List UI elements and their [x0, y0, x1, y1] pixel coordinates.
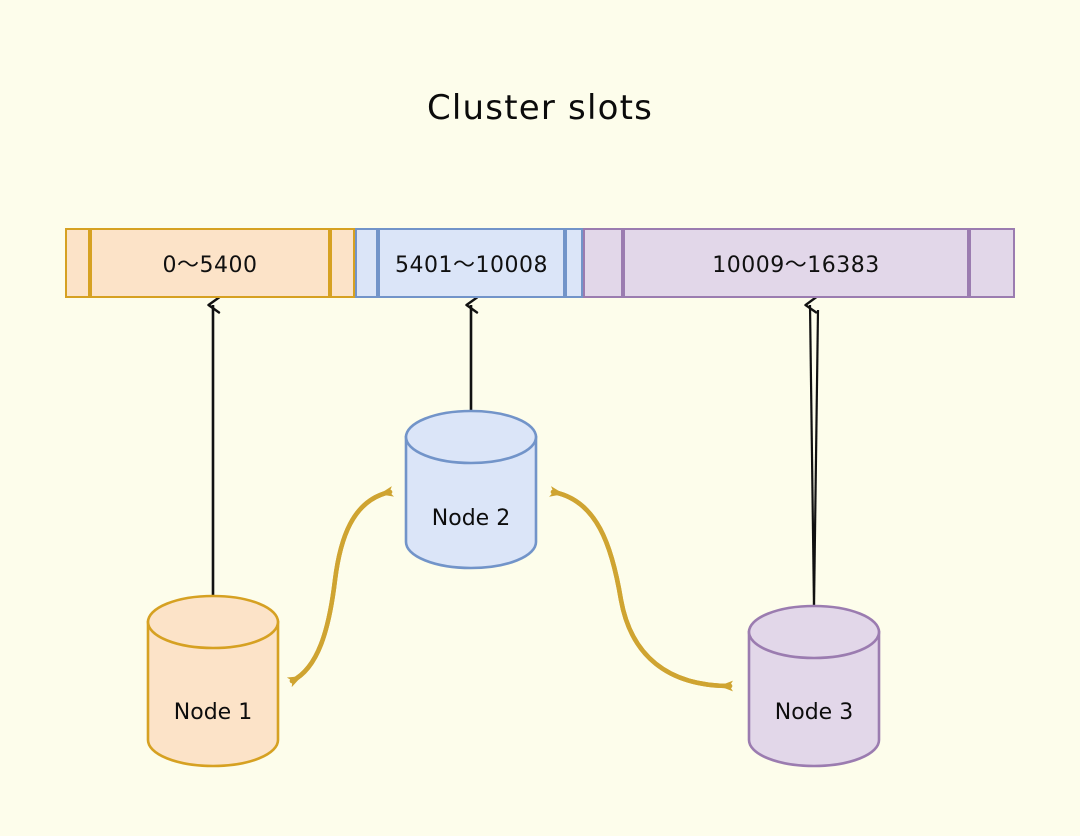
slot-cell-node2-tail	[565, 228, 583, 298]
node-cylinder-node-1[interactable]	[146, 594, 280, 768]
slot-cell-node2-lead	[355, 228, 378, 298]
node-cylinder-node-2[interactable]	[404, 409, 538, 570]
slot-pointer-node3	[810, 305, 820, 608]
gossip-link-node1-node2	[286, 486, 395, 688]
slot-cell-node3-range: 10009～16383	[623, 228, 969, 298]
cluster-slot-range-bar: 0～5400 5401～10008 10009～16383	[65, 228, 1015, 298]
slot-cell-node2-range: 5401～10008	[378, 228, 565, 298]
page-title: Cluster slots	[426, 88, 654, 128]
slot-cell-node1-lead	[65, 228, 90, 298]
gossip-link-node2-node3	[549, 486, 734, 692]
slot-cell-node1-tail	[330, 228, 355, 298]
slot-cell-node1-range: 0～5400	[90, 228, 330, 298]
slot-cell-node3-lead	[583, 228, 623, 298]
slot-cell-node3-tail	[969, 228, 1015, 298]
node-cylinder-node-3[interactable]	[747, 604, 881, 768]
